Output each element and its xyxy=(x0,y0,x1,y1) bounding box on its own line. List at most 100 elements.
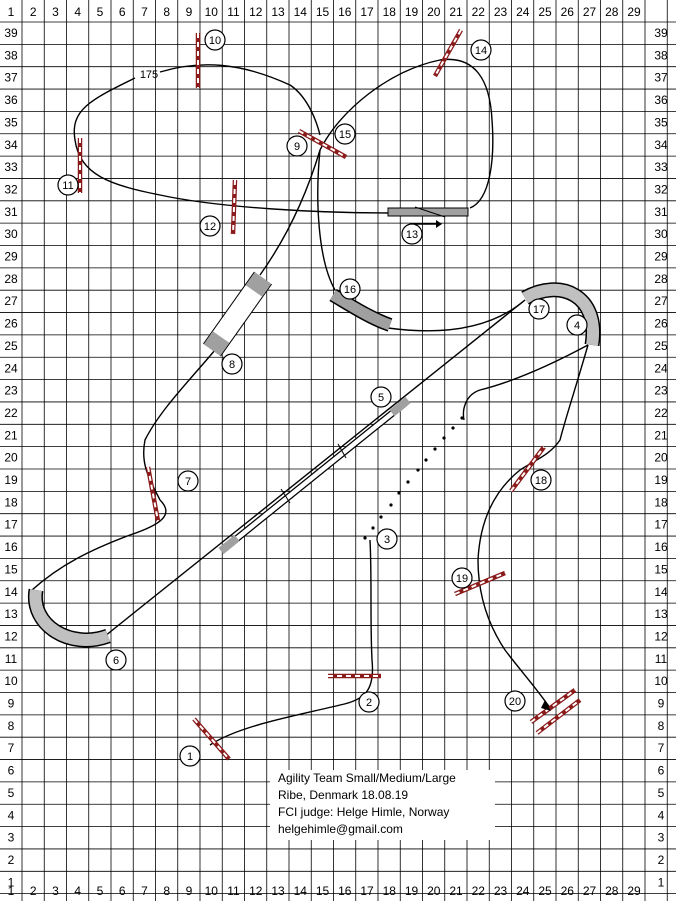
row-label-left: 30 xyxy=(4,227,18,241)
obstacle-circle xyxy=(358,691,380,713)
path-15-to-16 xyxy=(317,149,336,291)
row-label-right: 33 xyxy=(654,160,668,174)
col-label-top: 18 xyxy=(383,5,397,19)
col-label-top: 6 xyxy=(119,5,126,19)
course-info-line1: Agility Team Small/Medium/Large xyxy=(278,771,456,785)
row-label-left: 37 xyxy=(4,71,18,85)
col-label-bottom: 21 xyxy=(449,884,463,898)
path-dogwalk-to-6-curve xyxy=(31,499,167,591)
row-label-left: 38 xyxy=(4,48,18,62)
col-label-bottom: 2 xyxy=(30,884,37,898)
course-info-box: Agility Team Small/Medium/Large Ribe, De… xyxy=(270,770,495,840)
row-label-right: 25 xyxy=(654,339,668,353)
col-label-bottom: 8 xyxy=(163,884,170,898)
row-label-left: 10 xyxy=(4,674,18,688)
col-label-top: 21 xyxy=(449,5,463,19)
col-label-bottom: 11 xyxy=(227,884,240,898)
row-label-left: 9 xyxy=(8,697,15,711)
path-table-to-11 xyxy=(73,77,391,214)
col-label-top: 24 xyxy=(516,5,530,19)
course-info-line4: helgehimle@gmail.com xyxy=(278,822,403,836)
col-label-top: 7 xyxy=(141,5,148,19)
arrow-20 xyxy=(541,700,551,711)
col-label-top: 8 xyxy=(163,5,170,19)
row-label-right: 3 xyxy=(658,831,665,845)
row-label-right: 5 xyxy=(658,786,665,800)
obstacle-number-16: 16 xyxy=(344,284,356,296)
obstacle-number-2: 2 xyxy=(366,697,372,709)
col-label-bottom: 3 xyxy=(52,884,59,898)
row-label-right: 38 xyxy=(654,48,668,62)
obstacle-circle xyxy=(401,223,423,245)
col-label-top: 11 xyxy=(227,5,240,19)
row-label-right: 23 xyxy=(654,384,668,398)
obstacle-circle xyxy=(334,123,356,145)
obstacle-number-9: 9 xyxy=(294,141,300,153)
col-label-bottom: 29 xyxy=(627,884,641,898)
row-label-right: 6 xyxy=(658,764,665,778)
jump-bar-stripe xyxy=(147,466,159,522)
tunnel-16 xyxy=(329,288,393,332)
row-label-right: 4 xyxy=(658,808,665,822)
row-label-right: 37 xyxy=(654,71,668,85)
path-9-to-loop xyxy=(319,58,494,209)
obstacle-circle xyxy=(105,649,127,671)
row-label-right: 26 xyxy=(654,317,668,331)
obstacle-number-12: 12 xyxy=(204,221,216,233)
row-label-left: 1 xyxy=(8,875,15,889)
jump-bar-stripe xyxy=(530,689,576,723)
row-label-right: 18 xyxy=(654,495,668,509)
jump-bar xyxy=(192,717,231,761)
row-label-left: 8 xyxy=(8,719,15,733)
path-4-to-weave xyxy=(462,344,589,421)
obstacle-circle xyxy=(451,567,473,589)
col-label-bottom: 1 xyxy=(8,884,15,898)
tunnel-4 xyxy=(521,282,601,347)
col-label-top: 13 xyxy=(271,5,285,19)
row-label-right: 21 xyxy=(654,428,668,442)
obstacle-number-8: 8 xyxy=(229,359,235,371)
col-label-bottom: 18 xyxy=(383,884,397,898)
col-label-bottom: 9 xyxy=(186,884,193,898)
row-label-right: 28 xyxy=(654,272,668,286)
row-label-right: 36 xyxy=(654,93,668,107)
col-label-bottom: 25 xyxy=(538,884,552,898)
col-label-bottom: 15 xyxy=(316,884,330,898)
row-label-right: 29 xyxy=(654,250,668,264)
obstacle-circle xyxy=(504,690,526,712)
col-label-bottom: 6 xyxy=(119,884,126,898)
obstacle-number-15: 15 xyxy=(339,129,351,141)
row-label-left: 5 xyxy=(8,786,15,800)
row-label-right: 22 xyxy=(654,406,668,420)
row-label-left: 13 xyxy=(4,607,18,621)
col-label-top: 22 xyxy=(472,5,486,19)
row-label-right: 12 xyxy=(654,629,668,643)
row-label-right: 15 xyxy=(654,562,668,576)
obstacle-number-19: 19 xyxy=(456,573,468,585)
col-label-bottom: 26 xyxy=(561,884,575,898)
col-label-top: 29 xyxy=(627,5,641,19)
col-label-bottom: 17 xyxy=(360,884,374,898)
col-label-bottom: 4 xyxy=(74,884,81,898)
row-label-left: 29 xyxy=(4,250,18,264)
path-8-to-9 xyxy=(259,149,321,276)
col-label-top: 14 xyxy=(294,5,308,19)
row-label-left: 28 xyxy=(4,272,18,286)
col-label-top: 12 xyxy=(249,5,263,19)
row-label-left: 12 xyxy=(4,629,18,643)
row-label-left: 2 xyxy=(8,853,15,867)
weave-poles xyxy=(363,416,464,540)
obstacle-number-6: 6 xyxy=(113,655,119,667)
obstacle-circle xyxy=(470,39,492,61)
obstacle-number-11: 11 xyxy=(62,180,73,192)
obstacle-circle xyxy=(339,278,361,300)
row-label-right: 35 xyxy=(654,115,668,129)
obstacle-number-3: 3 xyxy=(384,534,390,546)
row-label-left: 3 xyxy=(8,831,15,845)
a-frame xyxy=(203,271,272,357)
row-label-left: 23 xyxy=(4,384,18,398)
row-label-left: 31 xyxy=(4,205,18,219)
